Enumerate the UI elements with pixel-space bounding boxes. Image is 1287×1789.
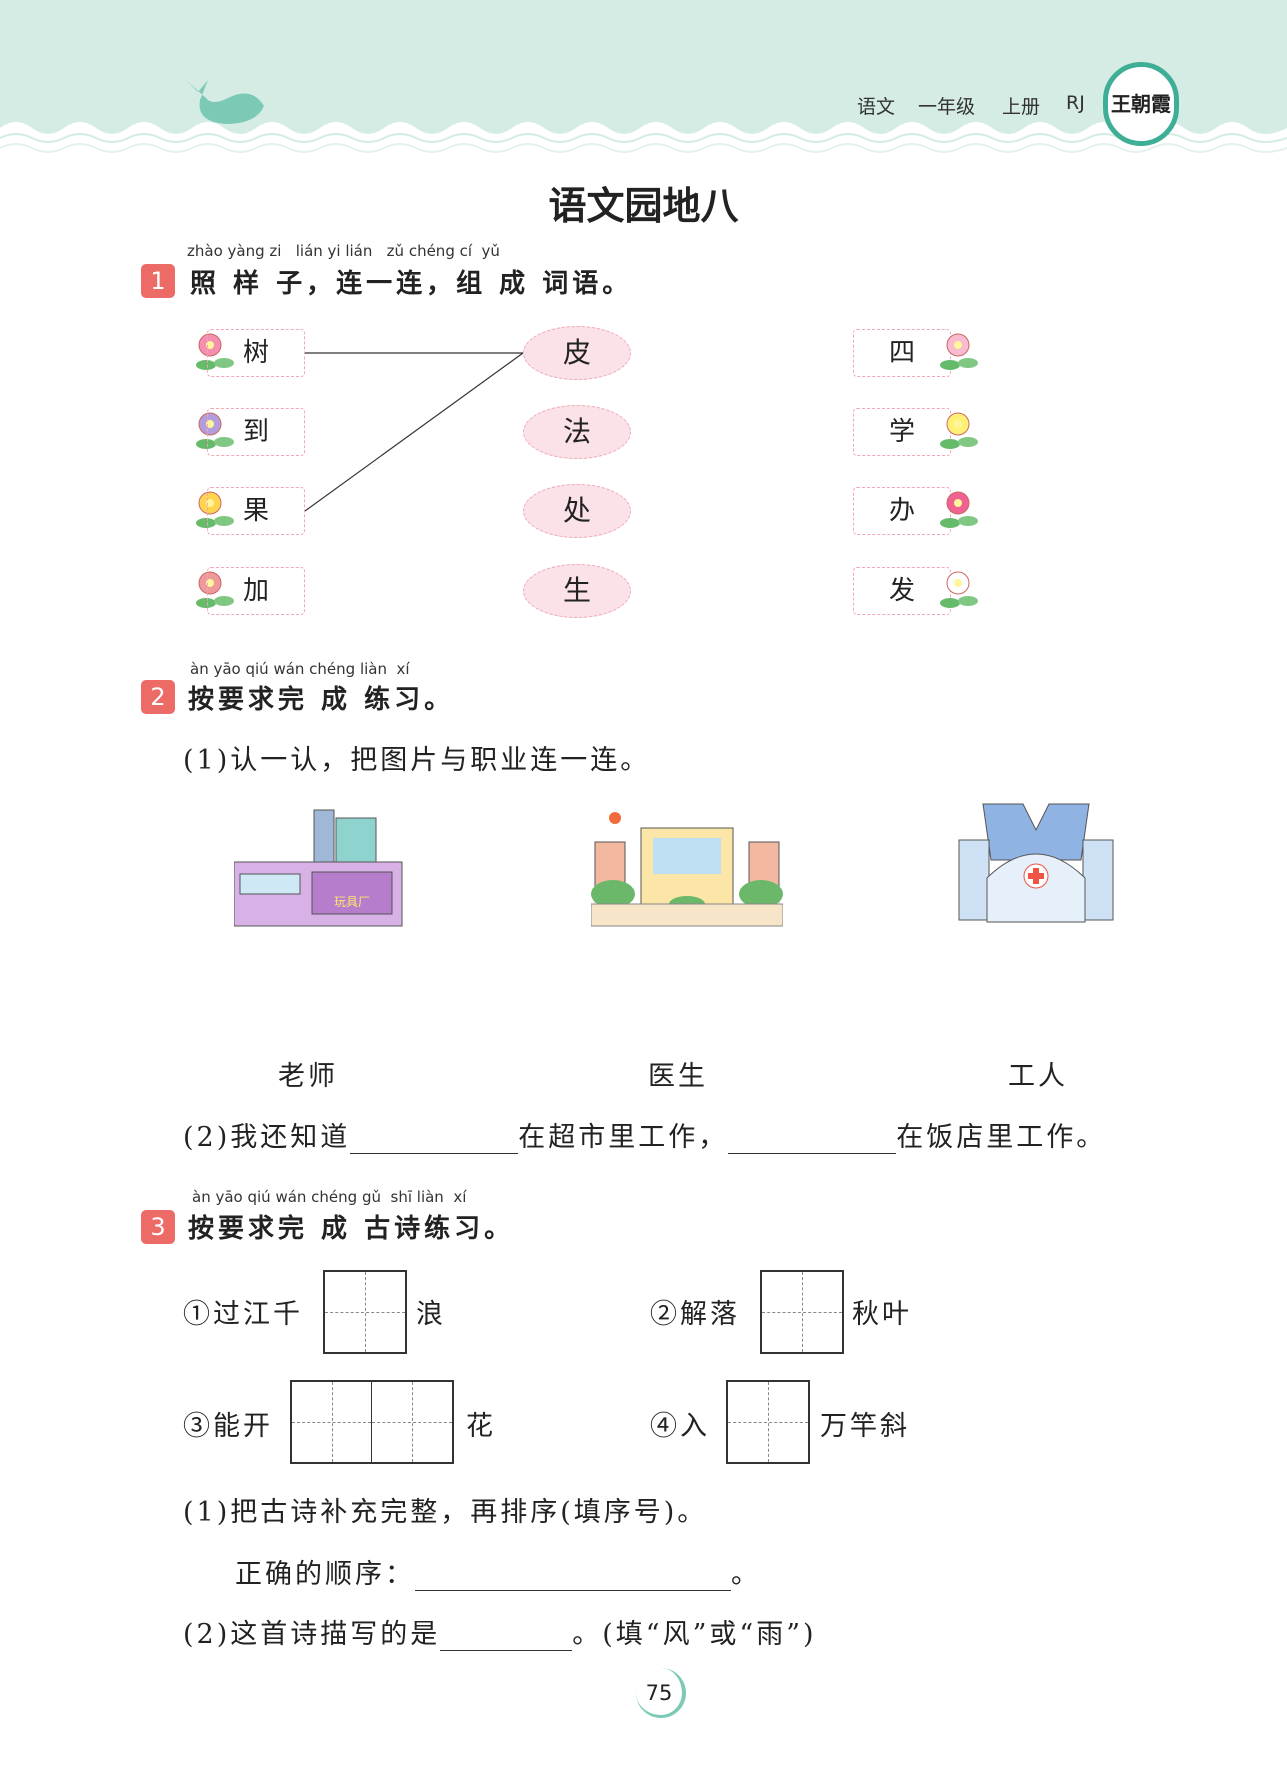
flower-icon: [196, 333, 234, 370]
header-grade: 一年级: [918, 96, 976, 118]
section3-q1: (1)把古诗补充完整，再排序(填序号)。: [183, 1497, 708, 1528]
flower-icon: [940, 333, 978, 370]
order-period: 。: [731, 1559, 761, 1590]
job-teacher: 老师: [278, 1061, 338, 1092]
middle-char-oval[interactable]: 处: [523, 484, 631, 538]
school-image: [591, 812, 783, 927]
right-char-box[interactable]: 四: [853, 329, 951, 377]
flower-icon: [196, 571, 234, 608]
poem-line-1-box[interactable]: [323, 1270, 407, 1354]
wind-rain-blank[interactable]: [440, 1621, 573, 1651]
flower-icon: [940, 412, 978, 449]
section2-q1: (1)认一认，把图片与职业连一连。: [183, 745, 651, 776]
section3-badge: 3: [141, 1210, 175, 1244]
section1-pinyin: zhào yàng zi lián yi lián zǔ chéng cí yǔ: [187, 242, 500, 260]
flower-icon: [940, 571, 978, 608]
hospital-image: [958, 803, 1114, 923]
poem-line-3-box[interactable]: [290, 1380, 454, 1464]
job-worker: 工人: [1008, 1061, 1068, 1092]
poem-line-2-pre: ②解落: [650, 1299, 740, 1330]
brand-logo-text: 王朝霞: [1111, 92, 1171, 116]
factory-image: 玩具厂: [234, 809, 403, 927]
left-char-box[interactable]: 加: [207, 567, 305, 615]
header-edition: RJ: [1066, 92, 1085, 114]
poem-line-4-post: 万竿斜: [820, 1411, 910, 1442]
poem-line-2-post: 秋叶: [852, 1299, 912, 1330]
answer-blank-supermarket[interactable]: [350, 1124, 519, 1154]
left-char-box[interactable]: 到: [207, 408, 305, 456]
order-answer-blank[interactable]: [415, 1561, 731, 1591]
section2-q2: (2)我还知道 在超市里工作， 在饭店里工作。: [183, 1115, 1106, 1154]
poem-line-1-pre: ①过江千: [183, 1299, 303, 1330]
page-number: 75: [636, 1668, 686, 1718]
middle-char-oval[interactable]: 生: [523, 564, 631, 618]
brand-logo: 王朝霞: [1103, 62, 1179, 146]
poem-line-3-post: 花: [466, 1411, 496, 1442]
left-char-box[interactable]: 果: [207, 487, 305, 535]
order-row: 正确的顺序： 。: [235, 1552, 761, 1591]
section1-badge: 1: [141, 264, 175, 298]
page-title: 语文园地八: [548, 184, 739, 228]
wave-decoration: [0, 122, 1287, 158]
flower-icon: [196, 491, 234, 528]
left-char-box[interactable]: 树: [207, 329, 305, 377]
section2-pinyin: àn yāo qiú wán chéng liàn xí: [190, 660, 410, 678]
order-label: 正确的顺序：: [235, 1559, 415, 1590]
header-subject: 语文: [857, 96, 896, 118]
poem-line-4-pre: ④入: [650, 1411, 710, 1442]
factory-sign: 玩具厂: [334, 895, 370, 909]
q2-text-a: (2)我还知道: [183, 1122, 351, 1153]
section3-q2: (2)这首诗描写的是 。(填“风”或“雨”): [183, 1612, 817, 1651]
whale-icon: [186, 80, 264, 124]
q2-text-c: 在饭店里工作。: [896, 1122, 1107, 1153]
section1-heading: 照 样 子，连一连，组 成 词语。: [190, 269, 633, 299]
poem-line-3-pre: ③能开: [183, 1411, 273, 1442]
flower-icon: [940, 491, 978, 528]
flower-icon: [196, 412, 234, 449]
middle-char-oval[interactable]: 法: [523, 405, 631, 459]
example-line-2: [304, 352, 524, 512]
poem-line-1-post: 浪: [416, 1299, 446, 1330]
job-doctor: 医生: [648, 1061, 708, 1092]
section2-badge: 2: [141, 680, 175, 714]
poem-line-2-box[interactable]: [760, 1270, 844, 1354]
section3-heading: 按要求完 成 古诗练习。: [188, 1214, 515, 1244]
middle-char-oval[interactable]: 皮: [523, 326, 631, 380]
q2-text-a: (2)这首诗描写的是: [183, 1619, 441, 1650]
section2-heading: 按要求完 成 练习。: [188, 685, 455, 715]
header-volume: 上册: [1002, 96, 1041, 118]
section3-pinyin: àn yāo qiú wán chéng gǔ shī liàn xí: [192, 1188, 467, 1206]
q2-text-b: 在超市里工作，: [518, 1122, 729, 1153]
q2-text-b: 。(填“风”或“雨”): [572, 1619, 817, 1650]
poem-line-4-box[interactable]: [726, 1380, 810, 1464]
answer-blank-restaurant[interactable]: [728, 1124, 897, 1154]
